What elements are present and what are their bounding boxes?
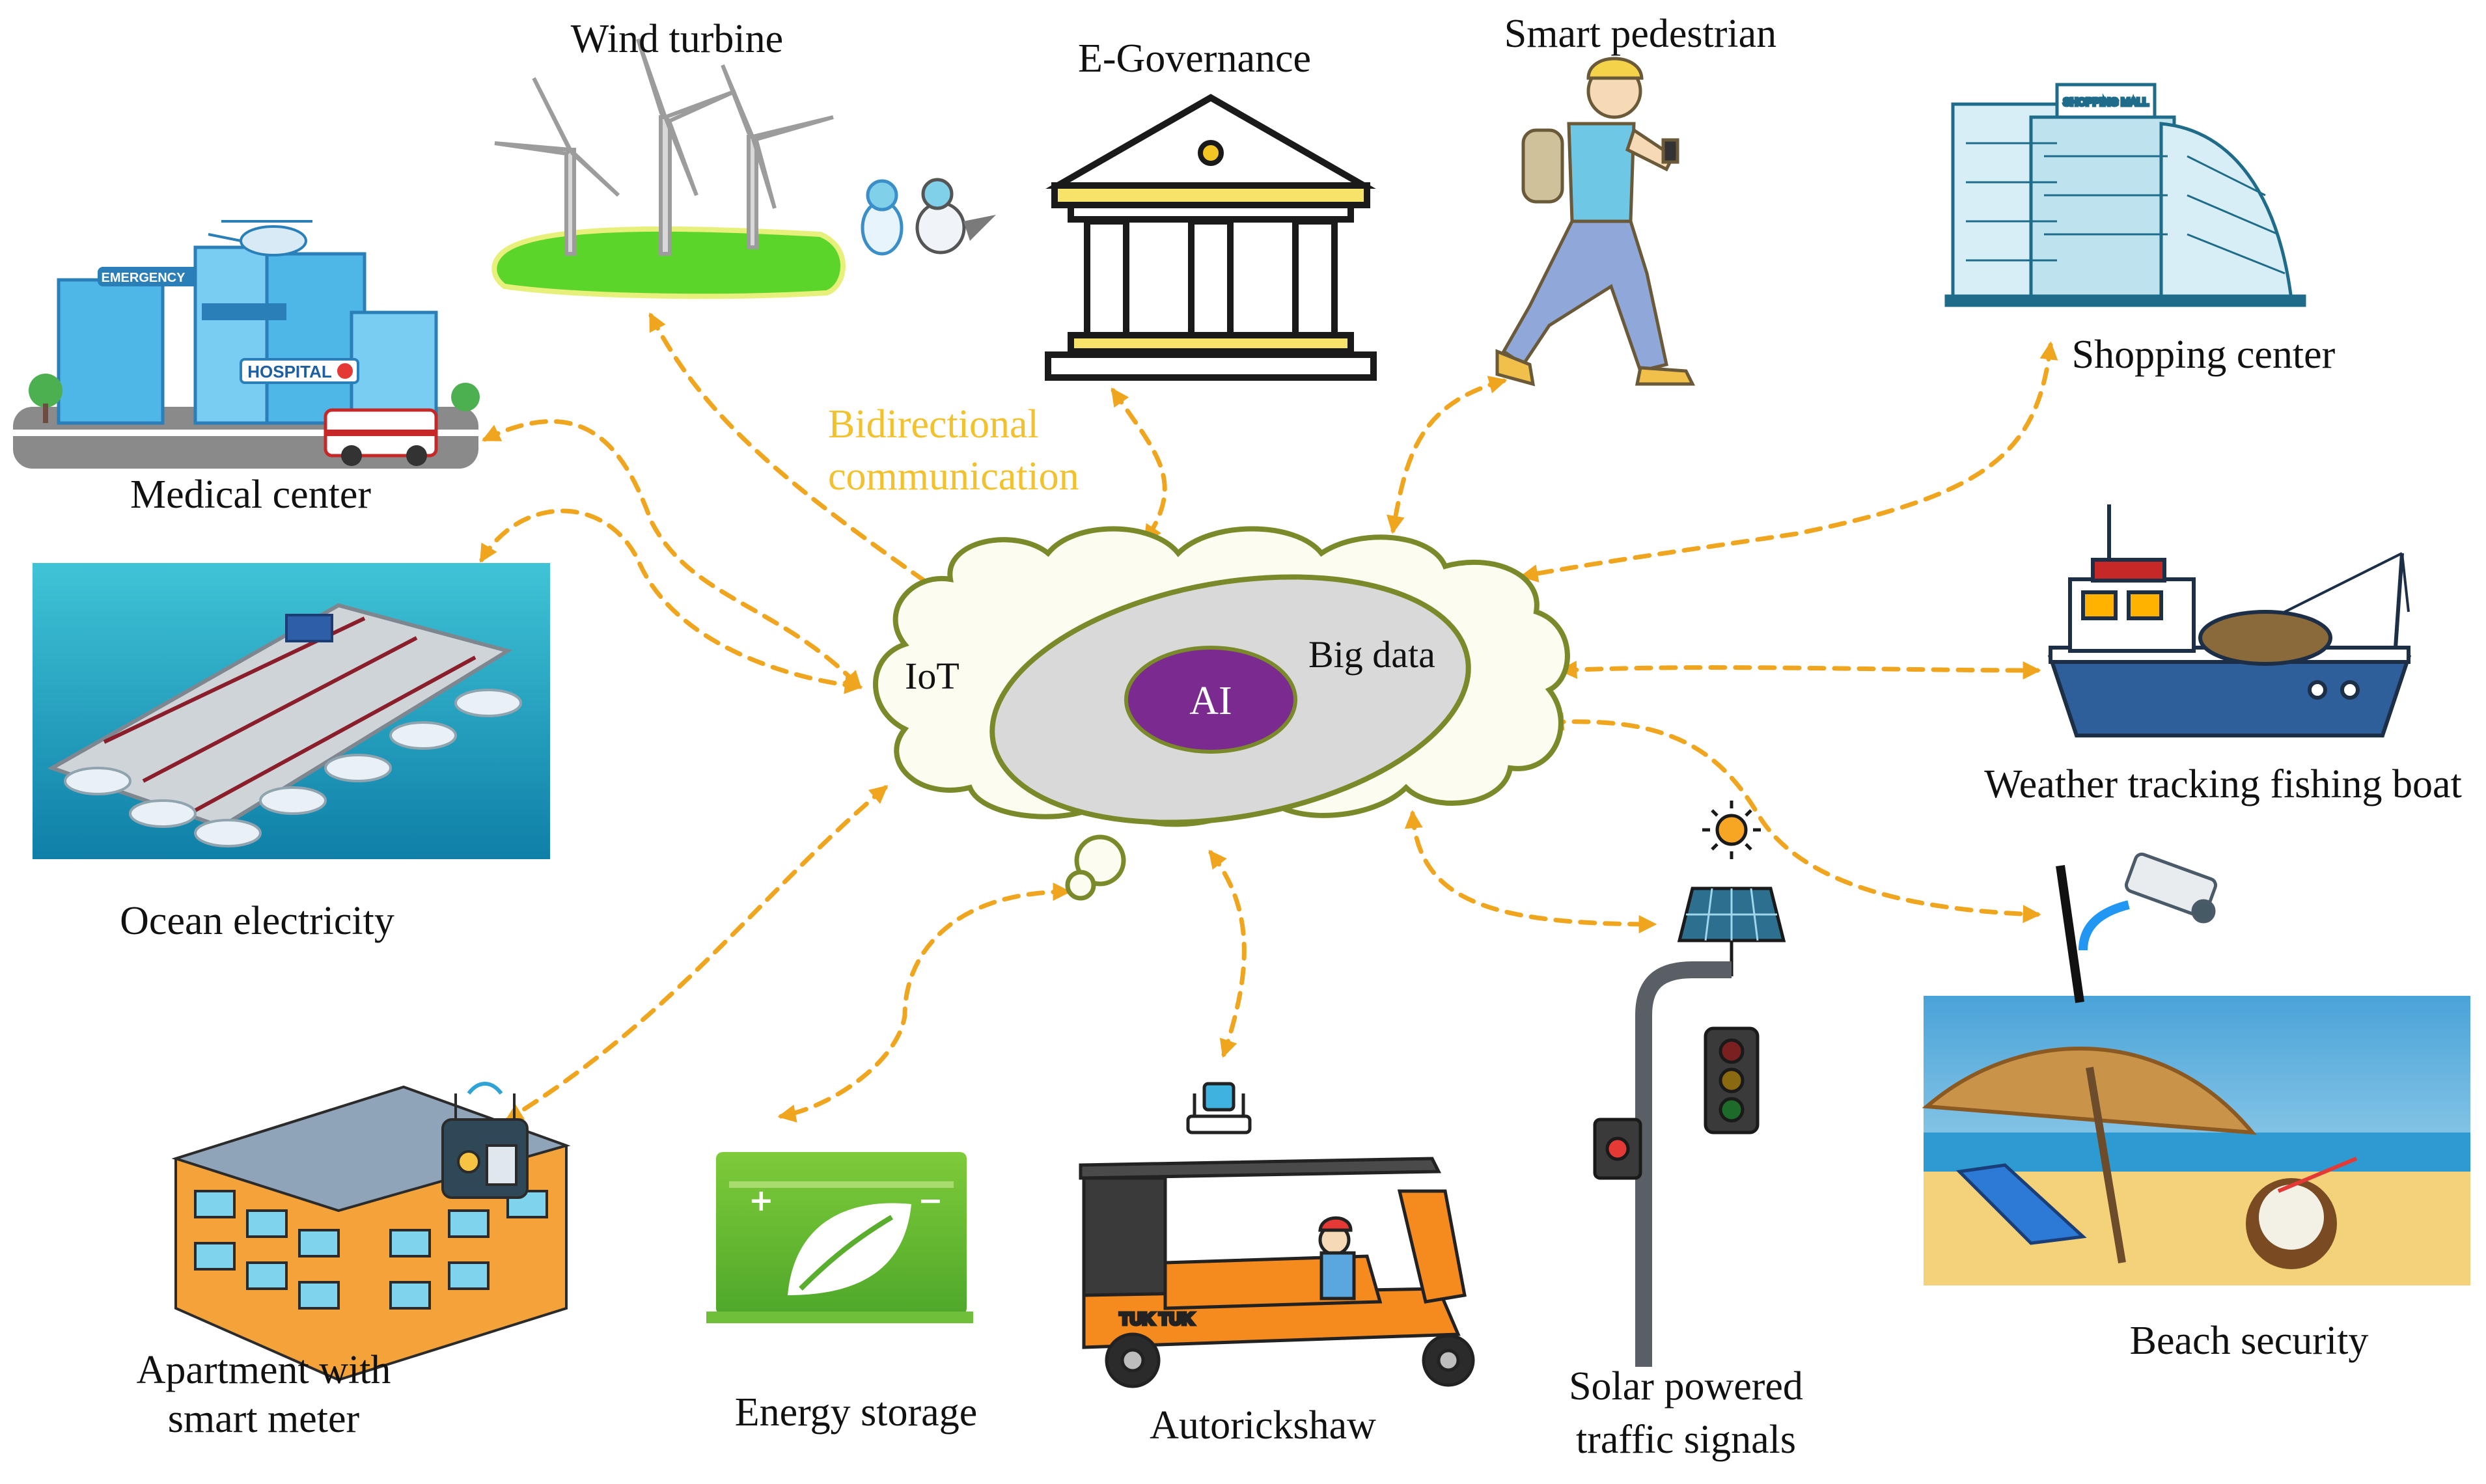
autorickshaw-label: Autorickshaw bbox=[1150, 1403, 1376, 1448]
emergency-sign: EMERGENCY bbox=[102, 271, 186, 285]
shopping-mall-icon: SHOPPING MALL bbox=[1944, 83, 2306, 307]
battery-icon: + − bbox=[706, 1152, 973, 1323]
ai-core bbox=[1124, 646, 1297, 754]
arrow-traffic-signals bbox=[1404, 810, 1657, 933]
annotation-line2: communication bbox=[828, 454, 1079, 499]
svg-text:+: + bbox=[749, 1183, 774, 1218]
turbine-3-icon bbox=[721, 64, 834, 249]
hospital-icon: EMERGENCY HOSPITAL bbox=[13, 220, 480, 469]
pigeons-icon bbox=[861, 178, 996, 256]
ambulance-icon bbox=[324, 408, 438, 466]
arrow-beach-security bbox=[1545, 712, 2041, 924]
ocean-electricity-image bbox=[33, 563, 550, 859]
thought-bubble-small bbox=[1065, 870, 1096, 901]
big-data-label: Big data bbox=[1308, 633, 1435, 676]
tuk-tuk-sign: TUK TUK bbox=[1120, 1309, 1194, 1328]
svg-text:−: − bbox=[918, 1183, 943, 1218]
arrow-autorickshaw bbox=[1208, 849, 1247, 1058]
arrow-apartment bbox=[504, 785, 889, 1122]
hospital-sign: HOSPITAL bbox=[247, 362, 332, 381]
wind-turbine-label: Wind turbine bbox=[571, 17, 783, 61]
router-icon bbox=[1186, 1082, 1252, 1134]
ocean-electricity-label: Ocean electricity bbox=[120, 899, 394, 943]
helicopter-icon bbox=[208, 220, 312, 256]
security-camera-icon bbox=[2056, 852, 2218, 1003]
beach-security-image bbox=[1922, 852, 2470, 1285]
arrow-ocean-electricity bbox=[479, 508, 863, 694]
annotation-line1: Bidirectional bbox=[828, 402, 1039, 447]
communication-arrows bbox=[479, 312, 2058, 1123]
iot-cloud: IoT Big data AI bbox=[873, 526, 1570, 901]
arrow-fishing-boat bbox=[1558, 660, 2041, 680]
fishing-boat-icon bbox=[2047, 504, 2412, 737]
traffic-signals-label-line2: traffic signals bbox=[1576, 1418, 1796, 1462]
energy-storage-label: Energy storage bbox=[735, 1390, 977, 1435]
deck-chair-icon bbox=[1955, 1163, 2087, 1245]
medical-center-label: Medical center bbox=[130, 473, 371, 517]
ai-label: AI bbox=[1189, 679, 1232, 723]
government-building-icon bbox=[1045, 94, 1377, 381]
beach-security-label: Beach security bbox=[2130, 1319, 2369, 1363]
mall-sign: SHOPPING MALL bbox=[2064, 97, 2149, 108]
solar-traffic-signal-icon bbox=[1593, 801, 1786, 1367]
arrow-shopping-center bbox=[1519, 341, 2058, 583]
fishing-boat-label: Weather tracking fishing boat bbox=[1984, 762, 2462, 806]
apartment-label-line1: Apartment with bbox=[137, 1348, 391, 1392]
sun-icon bbox=[1702, 801, 1761, 859]
smart-meter-icon bbox=[441, 1082, 529, 1199]
smart-pedestrian-label: Smart pedestrian bbox=[1504, 12, 1776, 56]
arrow-smart-pedestrian bbox=[1387, 376, 1508, 534]
turbine-2-icon bbox=[636, 38, 737, 256]
turbine-1-icon bbox=[494, 77, 620, 256]
pedestrian-icon bbox=[1495, 57, 1696, 387]
apartment-building-icon bbox=[171, 1082, 571, 1382]
apartment-label-line2: smart meter bbox=[168, 1397, 360, 1441]
arrow-e-governance bbox=[1111, 387, 1167, 543]
e-governance-label: E-Governance bbox=[1078, 36, 1311, 81]
autorickshaw-icon: TUK TUK bbox=[1079, 1082, 1475, 1388]
traffic-signals-label-line1: Solar powered bbox=[1569, 1364, 1803, 1408]
wind-turbine-illustration bbox=[491, 38, 996, 299]
arrow-energy-storage bbox=[777, 883, 1071, 1123]
iot-label: IoT bbox=[905, 655, 960, 697]
shopping-center-label: Shopping center bbox=[2072, 333, 2336, 377]
